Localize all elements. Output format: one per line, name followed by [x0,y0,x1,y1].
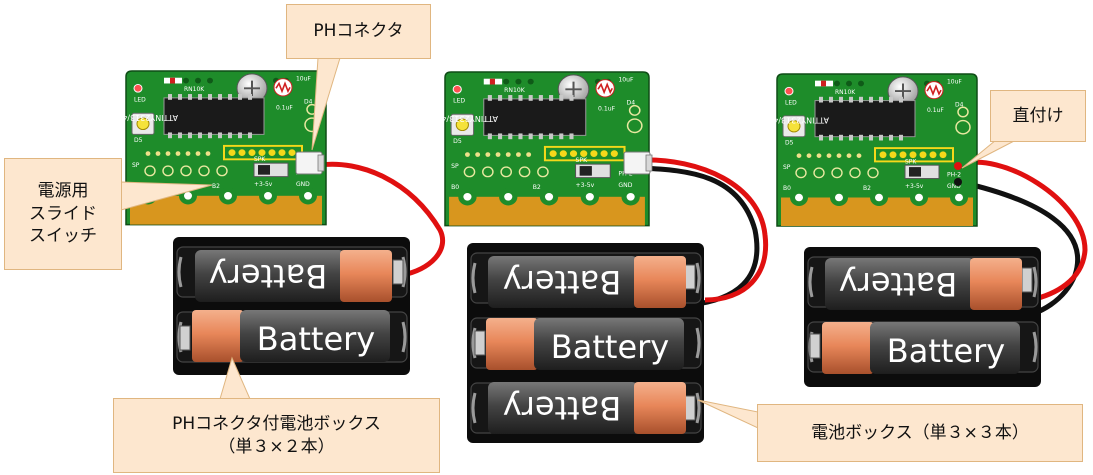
battery-cell-label: Battery [551,328,669,366]
callout-switch-line2: スライド [29,203,97,224]
callout-power-switch: 電源用 スライド スイッチ [4,158,122,270]
callout-ph-connector: PHコネクタ [286,4,431,59]
ph-connector-1 [295,151,325,175]
wire-black-3 [959,179,1081,321]
battery-cell-label: Battery [887,332,1005,370]
pcb-board-3 [756,73,978,227]
battery-cell-label: Battery [257,320,375,358]
callout-battery-box-3: 電池ボックス（単３×３本） [757,404,1083,462]
battery-cell-label: Battery [209,257,327,295]
battery-cell-2b: Battery [486,318,684,370]
battery-cell-2c: Battery [488,382,686,434]
callout-box2-line2: （単３×２本） [218,436,335,457]
battery-cell-2a: Battery [488,256,686,308]
callout-pointer-box3 [697,399,759,429]
wire-red-2 [639,157,769,303]
battery-box-3: Battery Battery [804,247,1041,387]
battery-cell-label: Battery [839,265,957,303]
battery-cell-label: Battery [503,263,621,301]
callout-switch-line1: 電源用 [37,180,89,201]
battery-cell-1b: Battery [192,310,390,362]
callout-direct-text: 直付け [1012,105,1064,126]
battery-cell-3a: Battery [825,258,1022,310]
callout-box2-line1: PHコネクタ付電池ボックス [172,413,381,434]
direct-solder-points [954,162,962,186]
callout-ph-text: PHコネクタ [313,21,404,42]
pcb-board-2 [424,70,651,227]
wire-red-1 [319,161,445,278]
battery-box-1: Battery Battery [173,237,410,375]
callout-direct-solder: 直付け [990,90,1086,142]
callout-switch-line3: スイッチ [29,226,97,247]
callout-battery-box-2: PHコネクタ付電池ボックス （単３×２本） [113,398,440,473]
battery-cell-1a: Battery [195,250,392,302]
battery-cell-label: Battery [503,389,621,427]
wire-red-3 [959,159,1088,303]
battery-cell-3b: Battery [822,322,1020,374]
battery-box-2: Battery Battery Battery [467,243,704,443]
ph-connector-2 [623,151,653,175]
callout-box3-text: 電池ボックス（単３×３本） [811,422,1029,443]
